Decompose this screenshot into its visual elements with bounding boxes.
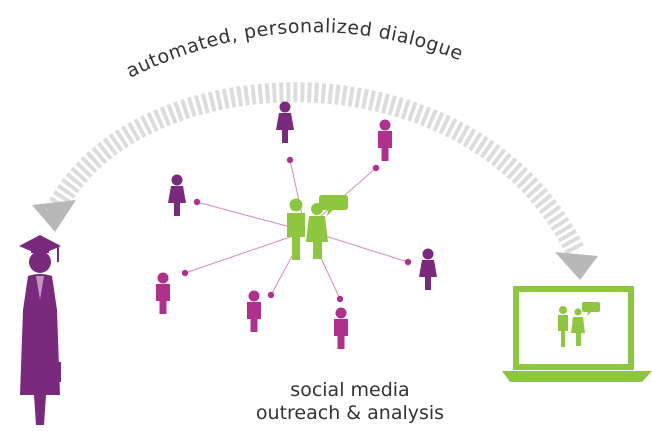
graduate-icon xyxy=(19,235,61,425)
person-icon xyxy=(419,248,437,290)
caption-line-2: outreach & analysis xyxy=(255,402,445,424)
person-icon xyxy=(168,174,186,216)
dialogue-arc xyxy=(32,82,598,280)
arc-label-path: automated, personalized dialogue xyxy=(123,15,466,82)
arc-arrowhead-left xyxy=(32,200,76,232)
person-icon xyxy=(334,307,348,349)
arc-label: automated, personalized dialogue xyxy=(123,15,467,82)
person-icon xyxy=(276,101,294,143)
arc-arrowhead-right xyxy=(555,252,598,280)
person-icon xyxy=(378,119,392,161)
person-icon xyxy=(156,272,170,314)
laptop-icon xyxy=(502,286,652,382)
caption-line-1: social media xyxy=(290,379,410,401)
person-icon xyxy=(247,290,261,332)
network-nodes xyxy=(181,156,412,303)
two-people-speech-icon xyxy=(558,302,600,347)
two-people-speech-icon xyxy=(287,195,348,260)
